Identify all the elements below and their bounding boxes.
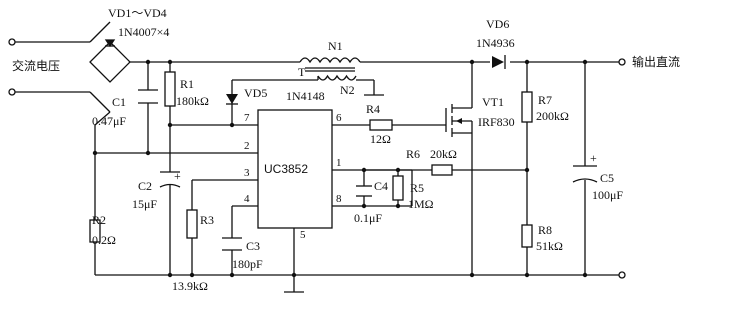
- label-c5: C5: [600, 171, 614, 185]
- label-r8-val: 51kΩ: [536, 239, 563, 253]
- label-r1: R1: [180, 77, 194, 91]
- label-r7: R7: [538, 93, 552, 107]
- resistor-r1: [164, 71, 176, 107]
- resistor-r2: [89, 219, 101, 243]
- junction-dots: [92, 59, 588, 278]
- label-r4-val: 12Ω: [370, 132, 391, 146]
- label-c3-val: 180pF: [232, 257, 263, 271]
- label-r1-val: 180kΩ: [176, 94, 209, 108]
- ac-terminal-bottom: [8, 88, 16, 96]
- ic-uc3852: [257, 109, 333, 229]
- label-n2: N2: [340, 83, 355, 97]
- label-n1: N1: [328, 39, 343, 53]
- label-bridge-part: 1N4007×4: [118, 25, 169, 39]
- capacitor-c3: [222, 237, 242, 251]
- mosfet-vt1: [445, 100, 473, 140]
- resistor-r5: [392, 175, 404, 201]
- ac-terminal-top: [8, 38, 16, 46]
- label-vt1: VT1: [482, 95, 504, 109]
- label-r7-val: 200kΩ: [536, 109, 569, 123]
- transformer-n1: [299, 57, 361, 81]
- label-pin1: 1: [336, 157, 342, 169]
- label-c5-val: 100μF: [592, 188, 623, 202]
- label-c2-val: 15μF: [132, 197, 157, 211]
- label-r4: R4: [366, 102, 380, 116]
- label-vd5: VD5: [244, 86, 267, 100]
- label-r2-val: 0.2Ω: [92, 233, 116, 247]
- label-pin4: 4: [244, 193, 250, 205]
- label-output: 输出直流: [632, 54, 680, 69]
- label-c2-plus: +: [174, 169, 181, 183]
- diode-vd5: [226, 94, 238, 105]
- label-pin5: 5: [300, 229, 306, 241]
- label-c2: C2: [138, 179, 152, 193]
- label-bridge: VD1～VD4: [108, 6, 167, 20]
- output-terminal-top: [618, 58, 626, 66]
- label-c4-val: 0.1μF: [354, 211, 382, 225]
- label-c4: C4: [374, 179, 388, 193]
- capacitor-c4: [356, 185, 372, 197]
- bridge-rectifier: [89, 39, 131, 83]
- label-vd5-part: 1N4148: [286, 89, 325, 103]
- label-vd6: VD6: [486, 17, 509, 31]
- resistor-r3: [186, 209, 198, 239]
- label-pin3: 3: [244, 167, 250, 179]
- label-pin6: 6: [336, 112, 342, 124]
- ic-label: UC3852: [264, 162, 308, 176]
- label-r5-val: 1MΩ: [408, 197, 434, 211]
- label-c3: C3: [246, 239, 260, 253]
- label-r3-val: 13.9kΩ: [172, 279, 208, 293]
- label-vt1-part: IRF830: [478, 115, 515, 129]
- capacitor-c1: [138, 89, 158, 104]
- label-r2: R2: [92, 213, 106, 227]
- label-pin2: 2: [244, 140, 250, 152]
- label-r5: R5: [410, 181, 424, 195]
- resistor-r8: [521, 224, 533, 248]
- label-r6-val: 20kΩ: [430, 147, 457, 161]
- wires: [12, 21, 620, 292]
- label-vd6-part: 1N4936: [476, 36, 515, 50]
- resistor-r6: [431, 164, 453, 176]
- capacitor-c2: [159, 171, 181, 188]
- label-c1: C1: [112, 95, 126, 109]
- label-pin8: 8: [336, 193, 342, 205]
- resistor-r4: [369, 119, 393, 131]
- label-c1-val: 0.47μF: [92, 114, 126, 128]
- resistor-r7: [521, 91, 533, 123]
- label-pin7: 7: [244, 112, 250, 124]
- label-r8: R8: [538, 223, 552, 237]
- label-ac-input: 交流电压: [12, 58, 60, 73]
- label-t: T: [298, 65, 306, 79]
- diode-vd6: [492, 55, 506, 69]
- label-r3: R3: [200, 213, 214, 227]
- label-r6: R6: [406, 147, 420, 161]
- label-c5-plus: +: [590, 151, 597, 165]
- capacitor-c5: [572, 165, 598, 183]
- output-terminal-bottom: [618, 271, 626, 279]
